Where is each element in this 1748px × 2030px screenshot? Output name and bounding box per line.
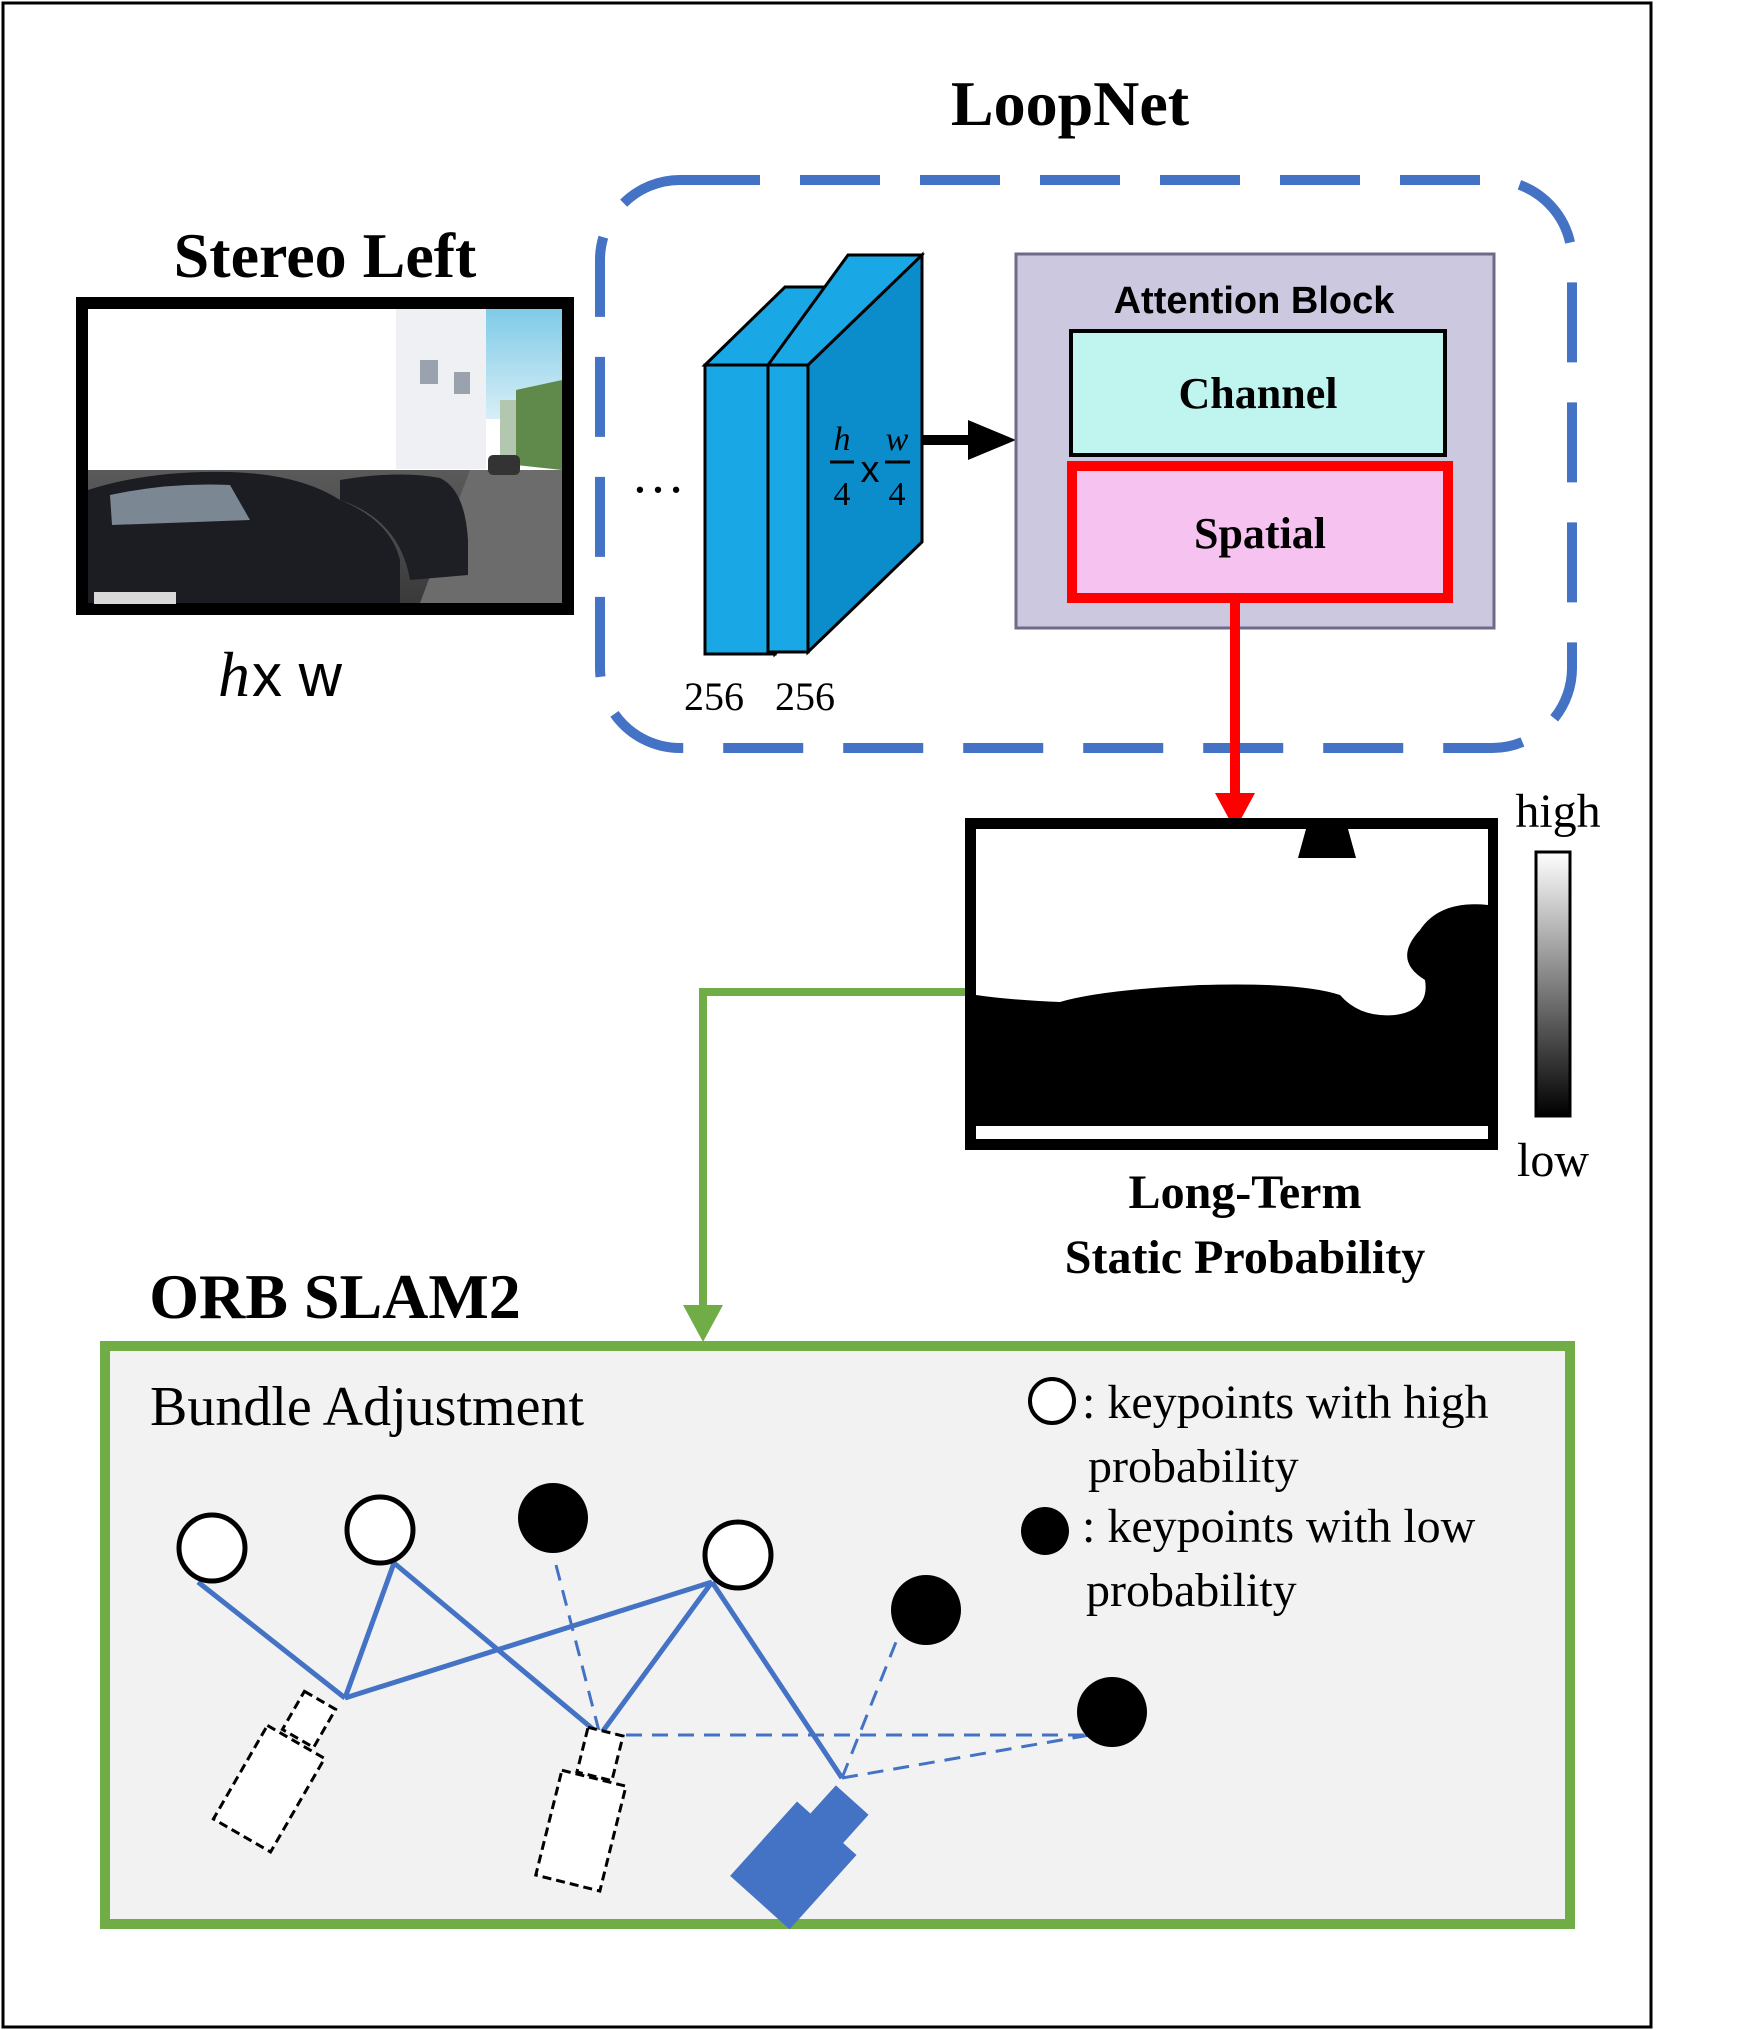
loopnet-title: LoopNet: [951, 68, 1190, 139]
channel-attention-box: [1069, 329, 1447, 457]
probability-title-line1: Long-Term: [1129, 1166, 1362, 1219]
input-title: Stereo Left: [174, 220, 477, 291]
keypoint-low-1: [518, 1483, 588, 1553]
spatial-attention-label: Spatial: [1194, 509, 1326, 558]
keypoint-high-3: [702, 1519, 774, 1591]
slam-title: ORB SLAM2: [149, 1261, 521, 1332]
arrow-to-attention: [922, 420, 1016, 460]
svg-text:w: w: [886, 421, 909, 458]
svg-text:h: h: [834, 421, 851, 458]
svg-text:x w: x w: [252, 642, 343, 709]
keypoint-low-2: [891, 1575, 961, 1645]
attention-block-title: Attention Block: [1114, 280, 1396, 322]
keypoint-high-1: [176, 1512, 248, 1584]
keypoint-low-3: [1077, 1677, 1147, 1747]
feature-size-label: h 4 x w 4: [830, 421, 910, 513]
loopnet-dashed-container: [595, 175, 1577, 753]
legend-low-line2: probability: [1086, 1564, 1297, 1617]
channel-count-1: 256: [684, 674, 744, 719]
scale-high-label: high: [1515, 785, 1600, 838]
arrow-probability-to-slam: [683, 988, 965, 1342]
dashed-observation-lines: [554, 1564, 1091, 1780]
layer-ellipsis: …: [631, 444, 685, 504]
legend-low-line1: : keypoints with low: [1082, 1500, 1476, 1553]
camera-pose-1: [211, 1689, 338, 1855]
camera-pose-2: [533, 1725, 628, 1893]
scale-low-label: low: [1517, 1134, 1589, 1187]
svg-text:4: 4: [889, 476, 906, 513]
spatial-attention-box: [1067, 461, 1453, 603]
solid-observation-lines: [196, 1561, 845, 1780]
bundle-adjustment-label: Bundle Adjustment: [150, 1376, 584, 1438]
channel-attention-label: Channel: [1179, 369, 1338, 418]
static-probability-map: [965, 818, 1498, 1150]
svg-text:4: 4: [834, 476, 851, 513]
legend-high-icon: [1028, 1377, 1076, 1425]
feature-layer-2: [765, 251, 925, 656]
legend-high-line2: probability: [1088, 1440, 1299, 1493]
arrow-spatial-to-probability: [1215, 598, 1255, 830]
legend-high-line1: : keypoints with high: [1082, 1376, 1489, 1429]
channel-count-2: 256: [775, 674, 835, 719]
svg-text:x: x: [861, 449, 880, 491]
probability-title-line2: Static Probability: [1065, 1231, 1425, 1284]
camera-pose-current: [730, 1785, 869, 1930]
keypoint-high-2: [344, 1494, 416, 1566]
legend-low-icon: [1021, 1507, 1069, 1555]
probability-color-scale: [1534, 850, 1572, 1118]
svg-text:h: h: [218, 639, 250, 710]
input-size-label: h x w: [218, 639, 343, 710]
stereo-left-image: [76, 297, 574, 615]
